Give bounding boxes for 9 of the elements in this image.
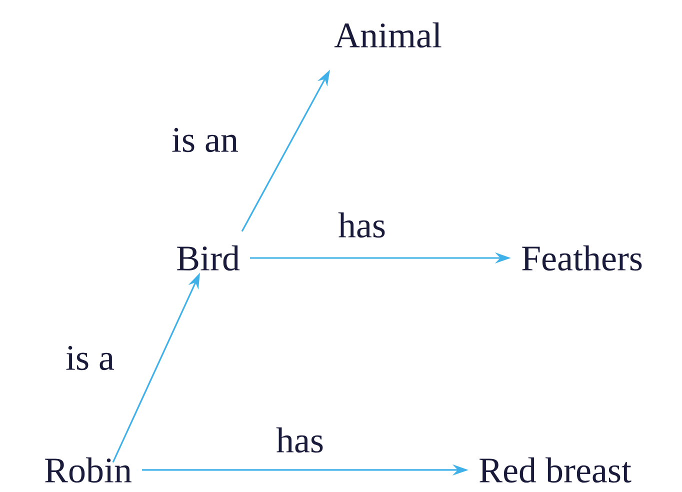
edge-label: is an bbox=[170, 126, 240, 154]
edge-label: has bbox=[275, 426, 325, 454]
edge-label: is a bbox=[64, 344, 116, 372]
concept-label: Bird bbox=[177, 245, 240, 271]
edge-label: has bbox=[337, 211, 387, 239]
concept-label: Animal bbox=[334, 22, 442, 48]
concept-label: Red breast bbox=[480, 457, 632, 483]
concept-label: Feathers bbox=[522, 245, 642, 271]
concept-label: Robin bbox=[45, 457, 132, 483]
